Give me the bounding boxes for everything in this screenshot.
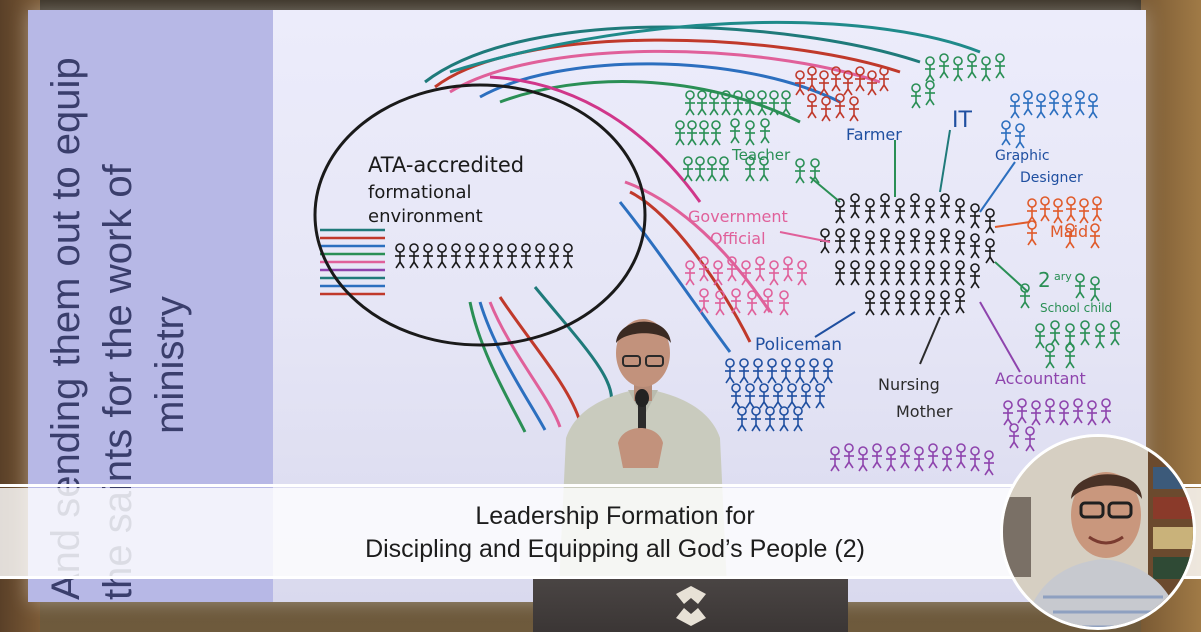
center-label-line-1: ATA-accredited bbox=[368, 153, 524, 177]
lower-third-top-rule bbox=[0, 484, 1201, 487]
group-label-school-number: 2 bbox=[1038, 268, 1051, 292]
group-label-policeman: Policeman bbox=[755, 335, 842, 355]
center-label-line-3: environment bbox=[368, 206, 483, 227]
group-label-school-child: School child bbox=[1040, 301, 1112, 315]
caption-line-1: Leadership Formation for bbox=[475, 502, 755, 530]
hand-drawn-diagram: ATA-accredited formational environment bbox=[313, 20, 1121, 476]
group-label-accountant: Accountant bbox=[995, 369, 1086, 388]
center-label-line-2: formational bbox=[368, 182, 472, 203]
group-label-designer: Designer bbox=[1020, 170, 1083, 186]
group-label-official: Official bbox=[710, 229, 766, 248]
caption-line-2: Discipling and Equipping all God’s Peopl… bbox=[365, 535, 865, 563]
group-label-nursing: Nursing bbox=[878, 375, 940, 394]
group-label-maid: Maid bbox=[1050, 222, 1088, 241]
group-label-farmer: Farmer bbox=[846, 125, 902, 144]
group-label-it: IT bbox=[952, 108, 972, 133]
lower-third-caption: Leadership Formation for Discipling and … bbox=[250, 500, 980, 566]
group-label-graphic: Graphic bbox=[995, 148, 1050, 164]
group-label-government: Government bbox=[688, 207, 788, 226]
picture-in-picture-presenter bbox=[1000, 434, 1196, 630]
group-label-teacher: Teacher bbox=[731, 146, 791, 164]
group-label-mother: Mother bbox=[896, 402, 953, 421]
group-label-school-ary: ary bbox=[1054, 270, 1072, 283]
presenter-webcam-image bbox=[1003, 437, 1193, 627]
podium-logo-icon bbox=[676, 586, 706, 626]
lower-third-bottom-rule bbox=[0, 576, 1201, 579]
